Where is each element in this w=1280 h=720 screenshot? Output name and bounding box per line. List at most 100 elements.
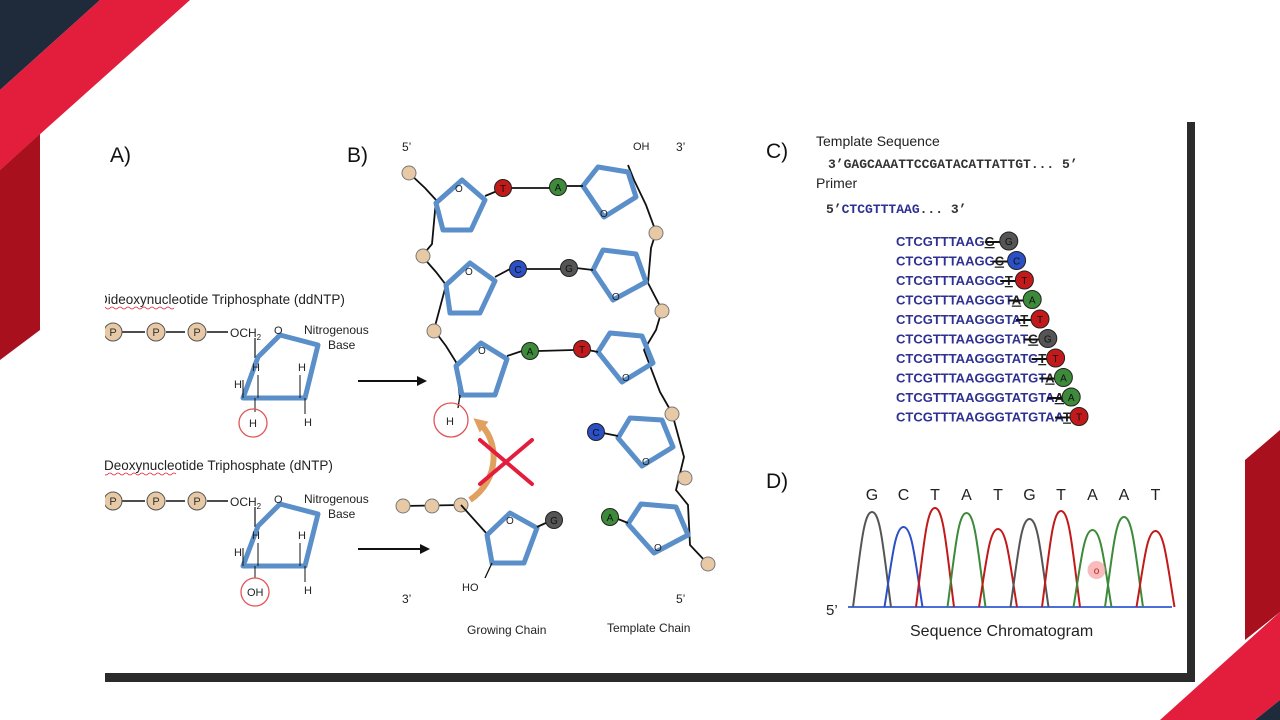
h-label: H — [298, 530, 306, 542]
fragment-row: CTCGTTTAAGGG — [896, 231, 1019, 251]
ring-oxygen-label: O — [654, 543, 662, 554]
base-call-label: C — [898, 487, 910, 504]
base-label: Nitrogenous — [304, 492, 369, 506]
ring-oxygen-label: O — [478, 346, 486, 357]
base-letter: A — [1060, 374, 1067, 385]
figure-canvas: A) B) C) D) Dideoxynucleotide Triphospha… — [97, 133, 1176, 640]
sugar-ring — [595, 330, 656, 385]
chromatogram-peak — [1135, 529, 1176, 608]
fragment-sequence: CTCGTTTAAGGGTATGTAA — [896, 390, 1065, 405]
sugar-ring — [433, 177, 488, 233]
h-label: H — [234, 379, 242, 391]
sugar-ring — [615, 415, 676, 469]
fragment-row: CTCGTTTAAGGGTATGTT — [896, 348, 1066, 368]
adenine-base-icon — [549, 178, 567, 196]
navy-bottom-right-corner — [1255, 700, 1280, 720]
five-prime-label: 5’ — [826, 602, 838, 619]
phosphate-icon — [424, 498, 440, 514]
base-letter: A — [1029, 296, 1036, 307]
sugar-ring — [443, 260, 498, 316]
ring-oxygen-label: O — [642, 457, 650, 468]
thymine-base-icon — [1014, 270, 1034, 290]
ring-oxygen-label: O — [274, 494, 283, 506]
red-bottom-right-stripe — [1160, 612, 1280, 720]
five-prime-label: 5’ — [676, 592, 685, 606]
figure-shadow — [105, 673, 1195, 682]
h-label: H — [304, 585, 312, 597]
base-call-label: T — [993, 487, 1003, 504]
phosphate-icon — [395, 498, 411, 514]
phosphate-icon — [146, 322, 166, 342]
base-call-label: A — [961, 487, 972, 504]
fragment-sequence: CTCGTTTAAGGGTA — [896, 293, 1022, 308]
base-call-label: T — [1056, 487, 1066, 504]
thymine-base-icon — [1030, 309, 1050, 329]
base-label: Base — [328, 507, 356, 521]
primer-sequence-line: 5’CTCGTTTAAG... 3’ — [826, 202, 966, 217]
fragment-sequence: CTCGTTTAAGGGTATGT — [896, 351, 1046, 366]
adenine-base-icon — [1022, 290, 1042, 309]
fragment-list: CTCGTTTAAGGGCTCGTTTAAGGCCCTCGTTTAAGGGTTC… — [896, 231, 1089, 426]
base-letter: T — [1037, 315, 1043, 326]
dntp-molecule: P P P OCH2 O Nitrogenous Base H H H H OH — [103, 491, 369, 607]
ddntp-molecule: P P P OCH2 O Nitrogenous Base H H H H H — [103, 322, 369, 438]
template-chain-phosphates — [648, 225, 716, 572]
base-letter: A — [555, 183, 562, 194]
h-label: H — [234, 547, 242, 559]
ho-label: HO — [462, 582, 479, 594]
base-letter: G — [1005, 237, 1013, 248]
ring-oxygen-label: O — [622, 373, 630, 384]
fragment-row: CTCGTTTAAGGGTA A — [896, 290, 1042, 309]
thymine-base-icon — [494, 179, 512, 197]
sugar-ring — [453, 340, 510, 398]
panel-b-label: B) — [347, 144, 368, 167]
base-letter: T — [579, 345, 585, 356]
cytosine-base-icon — [1007, 251, 1027, 270]
chromatogram-peak — [852, 510, 892, 608]
three-prime-label: 3’ — [676, 140, 685, 154]
sanger-sequencing-figure: A) B) C) D) Dideoxynucleotide Triphospha… — [97, 122, 1187, 673]
base-call-label: A — [1119, 487, 1130, 504]
panel-c-label: C) — [766, 140, 788, 163]
fragment-sequence: CTCGTTTAAGGGTATG — [896, 332, 1038, 347]
phosphate-label: P — [193, 327, 200, 339]
guanine-base-icon — [999, 231, 1019, 251]
growing-chain-backbone — [408, 172, 461, 399]
adenine-base-icon — [1061, 387, 1081, 407]
base-letter: G — [1044, 335, 1052, 346]
chromatogram-peak — [946, 511, 987, 608]
base-letter: C — [592, 428, 599, 439]
base-letter: G — [565, 264, 573, 275]
cytosine-base-icon — [509, 260, 527, 278]
adenine-base-icon — [521, 342, 539, 360]
fragment-sequence: CTCGTTTAAGGGTAT — [896, 312, 1028, 327]
fragment-row: CTCGTTTAAGGGTATG G — [896, 329, 1058, 348]
base-call-label: G — [1023, 487, 1035, 504]
highlight-marker-icon — [1087, 561, 1106, 579]
sugar-ring — [625, 501, 691, 556]
red-corner-stripe — [0, 0, 190, 170]
fragment-row: CTCGTTTAAGGGTATGTAAA — [896, 387, 1081, 407]
template-chain-label: Template Chain — [607, 621, 690, 635]
h-label: H — [304, 417, 312, 429]
phosphate-label: P — [109, 496, 116, 508]
base-label: Nitrogenous — [304, 323, 369, 337]
highlight-circle — [433, 402, 469, 438]
growing-chain-phosphates — [401, 165, 442, 339]
ring-oxygen-label: O — [612, 292, 620, 303]
panel-d-label: D) — [766, 470, 788, 493]
blocked-bond-arrow — [468, 418, 497, 503]
fragment-row: CTCGTTTAAGGGTAT T — [896, 309, 1050, 329]
highlight-marker-label: o — [1094, 566, 1100, 577]
guanine-base-icon — [1038, 329, 1058, 348]
ring-oxygen-label: O — [465, 267, 473, 278]
ring-oxygen-label: O — [274, 325, 283, 337]
base-call-label: A — [1087, 487, 1098, 504]
ring-oxygen-label: O — [455, 184, 463, 195]
base-letter: A — [1068, 393, 1075, 404]
fragment-row: CTCGTTTAAGGGTT — [896, 270, 1034, 290]
sugar-ring — [580, 164, 639, 220]
